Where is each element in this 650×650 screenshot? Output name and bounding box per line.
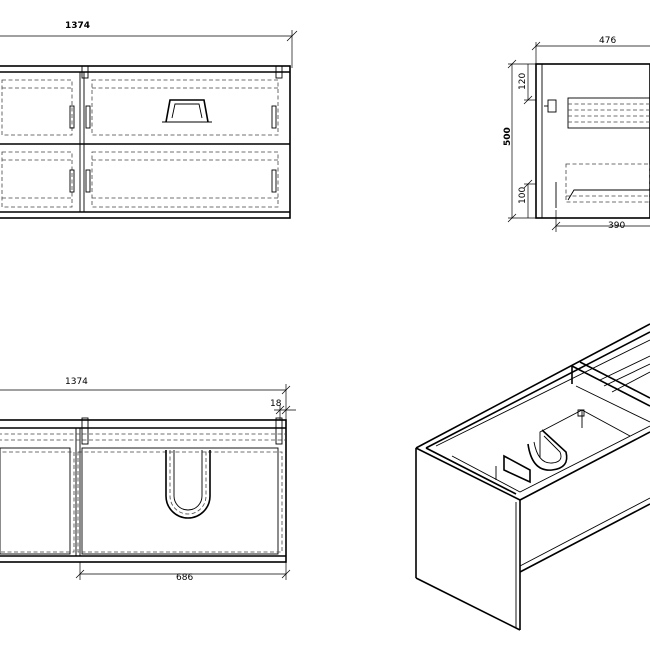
dimension-width-top: 1374 (65, 21, 90, 31)
dimension-width-plan: 1374 (65, 377, 88, 387)
plan-view: 1374 18 686 (0, 377, 296, 583)
dimension-top-gap: 120 (518, 73, 528, 90)
dimension-height: 500 (503, 127, 513, 146)
dimension-depth: 476 (599, 36, 616, 46)
isometric-view (415, 323, 650, 631)
dimension-inner-depth: 390 (608, 221, 625, 231)
side-elevation-view: 476 500 120 100 (503, 36, 650, 232)
dimension-panel-thickness: 18 (270, 399, 282, 409)
dimension-half-width: 686 (176, 573, 193, 583)
dimension-bottom-gap: 100 (518, 187, 528, 204)
front-elevation-view: 1374 (0, 21, 298, 219)
